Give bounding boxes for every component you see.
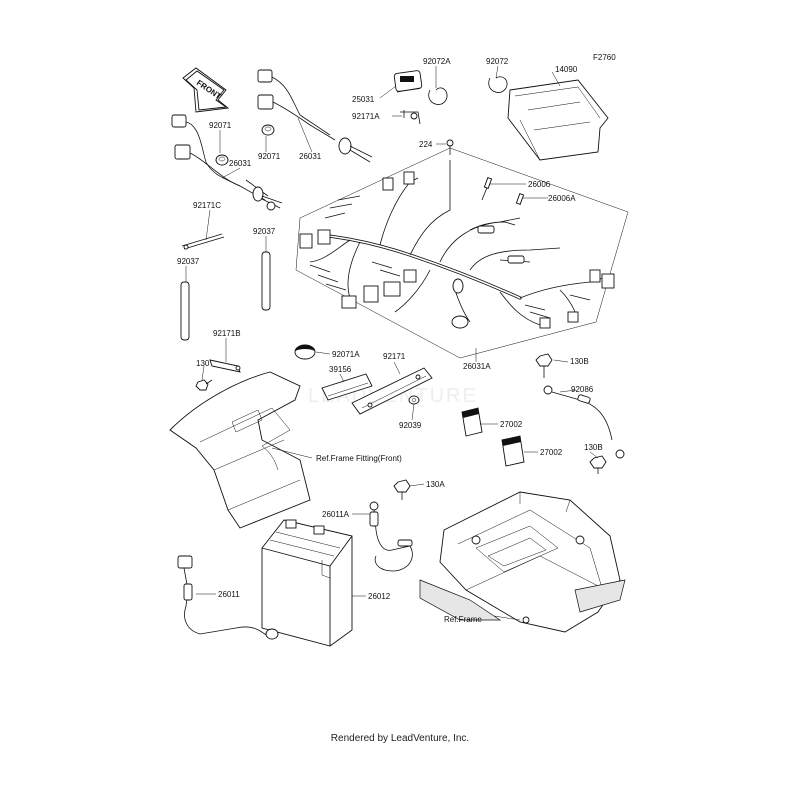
callout-26012[interactable]: 26012 <box>368 592 391 601</box>
callout-92171b[interactable]: 92171B <box>213 329 241 338</box>
fuse-26006[interactable] <box>469 177 516 234</box>
cable-26011a[interactable] <box>369 501 413 572</box>
callout-92071-left[interactable]: 92071 <box>209 121 232 130</box>
callout-ref-frame[interactable]: Ref.Frame <box>444 615 482 624</box>
cable-92086[interactable] <box>543 385 625 459</box>
callout-92171[interactable]: 92171 <box>383 352 406 361</box>
grommet-92039[interactable] <box>408 395 420 405</box>
bolt-130b-lower[interactable] <box>589 455 607 474</box>
band-92037-right[interactable] <box>261 251 271 311</box>
callout-26031a[interactable]: 26031A <box>463 362 491 371</box>
callout-labels: 92072A 92072 14090 25031 92171A 224 2600… <box>177 57 603 624</box>
callout-92037-left[interactable]: 92037 <box>177 257 200 266</box>
callout-130a[interactable]: 130A <box>426 480 445 489</box>
bracket-92171[interactable] <box>351 367 433 415</box>
relay-27002-lower[interactable] <box>501 435 525 467</box>
callout-26006[interactable]: 26006 <box>528 180 551 189</box>
relay-25031[interactable] <box>393 70 423 93</box>
callout-27002-upper[interactable]: 27002 <box>500 420 523 429</box>
bolt-130b-upper[interactable] <box>535 353 553 378</box>
callout-224[interactable]: 224 <box>419 140 433 149</box>
callout-25031[interactable]: 25031 <box>352 95 375 104</box>
fuse-26006a[interactable] <box>499 193 531 264</box>
grommet-92071-left[interactable] <box>215 154 229 166</box>
callout-92086[interactable]: 92086 <box>571 385 594 394</box>
cable-26011[interactable] <box>177 555 279 640</box>
callout-14090[interactable]: 14090 <box>555 65 578 74</box>
main-harness-26031a[interactable] <box>299 160 615 329</box>
frame-fitting-front <box>169 371 311 529</box>
bolt-130[interactable] <box>195 379 213 391</box>
callout-130b-lower[interactable]: 130B <box>584 443 603 452</box>
clamp-92072a[interactable] <box>428 87 448 105</box>
band-92037-left[interactable] <box>180 281 190 341</box>
grommet-92071a[interactable] <box>294 344 316 360</box>
pad-39156[interactable] <box>321 373 373 401</box>
callout-92071a[interactable]: 92071A <box>332 350 360 359</box>
battery-26012[interactable] <box>261 519 353 647</box>
cover-14090[interactable] <box>507 79 609 161</box>
sub-harness-26031-left[interactable] <box>171 114 283 211</box>
main-harness-box-26031a <box>295 147 629 359</box>
bolt-130a[interactable] <box>393 479 411 500</box>
footer-credit: Rendered by LeadVenture, Inc. <box>330 733 470 744</box>
callout-26011[interactable]: 26011 <box>218 590 240 599</box>
callout-92171a[interactable]: 92171A <box>352 112 380 121</box>
callout-92071-right[interactable]: 92071 <box>258 152 281 161</box>
callout-26031-left[interactable]: 26031 <box>229 159 252 168</box>
callout-39156[interactable]: 39156 <box>329 365 352 374</box>
bolt-224[interactable] <box>446 139 454 155</box>
bracket-92171a[interactable] <box>400 110 421 125</box>
callout-92039[interactable]: 92039 <box>399 421 422 430</box>
callout-26006a[interactable]: 26006A <box>548 194 576 203</box>
relay-27002-upper[interactable] <box>461 407 483 437</box>
callout-26011a[interactable]: 26011A <box>322 510 350 519</box>
callout-92072a[interactable]: 92072A <box>423 57 451 66</box>
grommet-92071-right[interactable] <box>261 124 275 136</box>
leader-lines <box>185 65 599 621</box>
callout-26031-right[interactable]: 26031 <box>299 152 322 161</box>
callout-130[interactable]: 130 <box>196 359 210 368</box>
bracket-92171b[interactable] <box>209 359 241 373</box>
sub-harness-26031-right[interactable] <box>257 69 373 163</box>
clamp-92072[interactable] <box>488 76 508 93</box>
clamp-92171c[interactable] <box>181 233 225 250</box>
figure-code: F2760 <box>593 53 616 62</box>
frame <box>419 491 626 633</box>
callout-92072[interactable]: 92072 <box>486 57 509 66</box>
callout-92037-right[interactable]: 92037 <box>253 227 276 236</box>
front-arrow-icon: FRONT <box>182 67 230 113</box>
callout-ref-frame-fitting[interactable]: Ref.Frame Fitting(Front) <box>316 454 402 463</box>
callout-92171c[interactable]: 92171C <box>193 201 221 210</box>
callout-130b-upper[interactable]: 130B <box>570 357 589 366</box>
callout-27002-lower[interactable]: 27002 <box>540 448 563 457</box>
